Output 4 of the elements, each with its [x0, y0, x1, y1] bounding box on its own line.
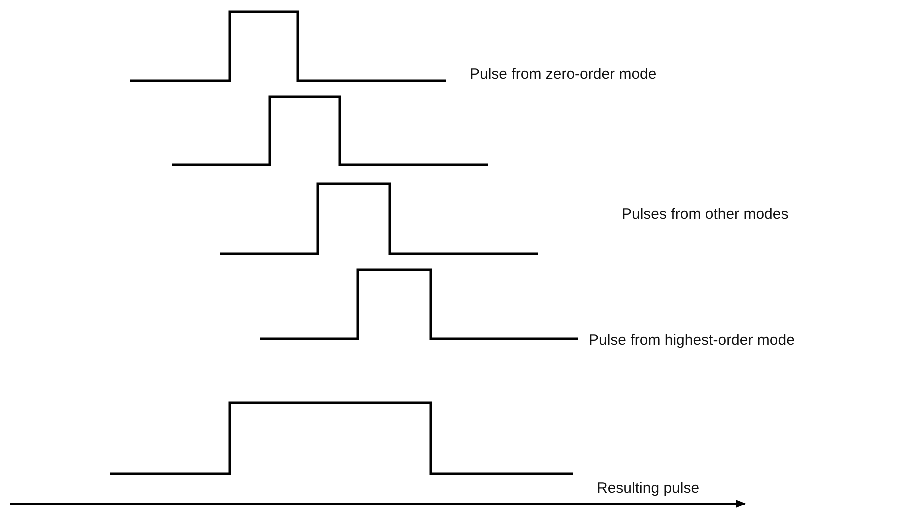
waveform-label: Pulse from highest-order mode [589, 332, 795, 350]
waveform-label: Resulting pulse [597, 480, 700, 498]
waveform-label: Pulses from other modes [622, 206, 789, 224]
waveform-label: Pulse from zero-order mode [470, 66, 657, 84]
